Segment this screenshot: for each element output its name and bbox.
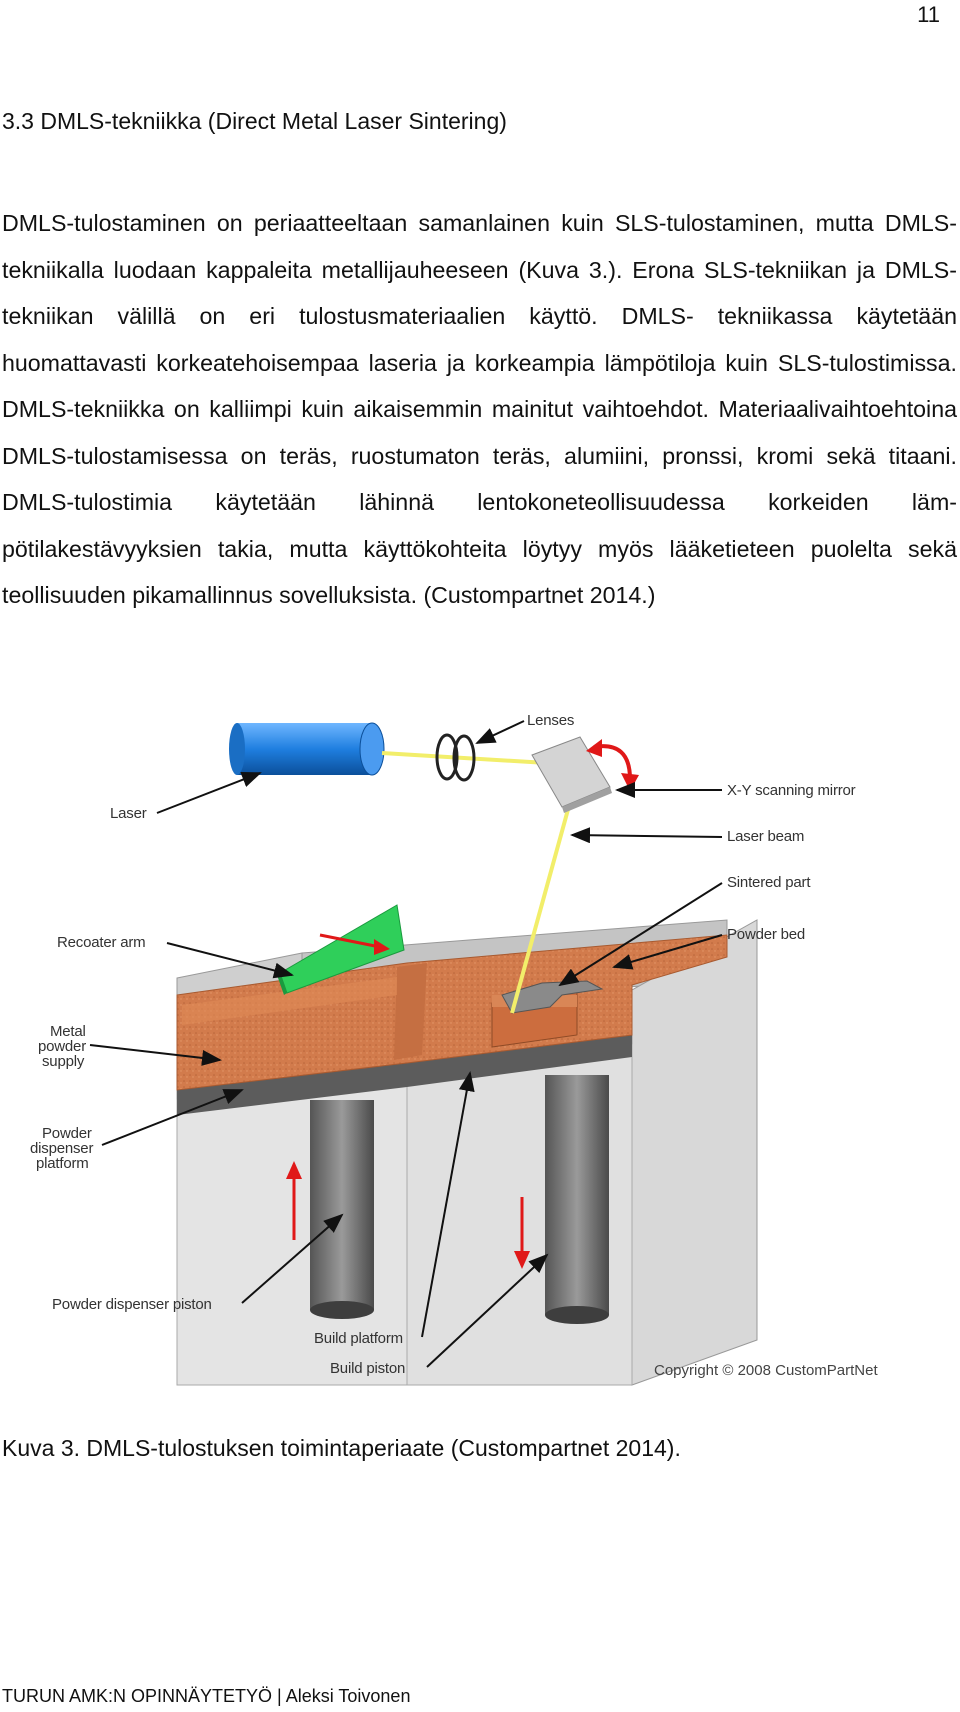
section-heading: 3.3 DMLS-tekniikka (Direct Metal Laser S… bbox=[2, 108, 507, 134]
label-metal-powder-supply: Metal powder supply bbox=[38, 1023, 90, 1070]
page-footer: TURUN AMK:N OPINNÄYTETYÖ | Aleksi Toivon… bbox=[2, 1686, 411, 1706]
sintered-part-top bbox=[501, 980, 604, 1014]
label-sintered-part: Sintered part bbox=[727, 874, 811, 891]
powder-dispenser-piston bbox=[310, 1100, 374, 1310]
label-powder-bed: Powder bed bbox=[727, 926, 805, 943]
label-powder-dispenser-platform: Powder dispenser platform bbox=[30, 1125, 97, 1172]
build-piston bbox=[545, 1075, 609, 1315]
body-paragraph: DMLS-tulostaminen on periaatteeltaan sam… bbox=[2, 210, 957, 608]
label-build-piston: Build piston bbox=[330, 1360, 405, 1377]
lens-1 bbox=[435, 733, 459, 781]
page-number: 11 bbox=[917, 2, 940, 27]
figure-caption: Kuva 3. DMLS-tulostuksen toimintaperiaat… bbox=[2, 1435, 681, 1461]
lens-2 bbox=[452, 734, 476, 782]
label-build-platform: Build platform bbox=[314, 1330, 403, 1347]
right-wall bbox=[631, 919, 758, 1386]
laser-beam-horizontal bbox=[381, 751, 548, 765]
dmls-diagram: Lenses Laser X-Y scanning mirror Laser b… bbox=[2, 695, 937, 1395]
label-laser-beam: Laser beam bbox=[727, 828, 804, 845]
recoater-direction-arrow bbox=[319, 933, 381, 949]
powder-bed bbox=[176, 934, 728, 1091]
laser-beam-vertical bbox=[510, 794, 574, 1014]
label-laser: Laser bbox=[110, 805, 147, 822]
label-recoater-arm: Recoater arm bbox=[57, 934, 145, 951]
label-xy-mirror: X-Y scanning mirror bbox=[727, 782, 856, 799]
laser-cylinder bbox=[237, 723, 372, 775]
label-powder-dispenser-piston: Powder dispenser piston bbox=[52, 1296, 212, 1313]
copyright-notice: Copyright © 2008 CustomPartNet bbox=[654, 1362, 878, 1379]
platform-strip bbox=[177, 1035, 632, 1115]
label-lenses: Lenses bbox=[527, 712, 574, 729]
